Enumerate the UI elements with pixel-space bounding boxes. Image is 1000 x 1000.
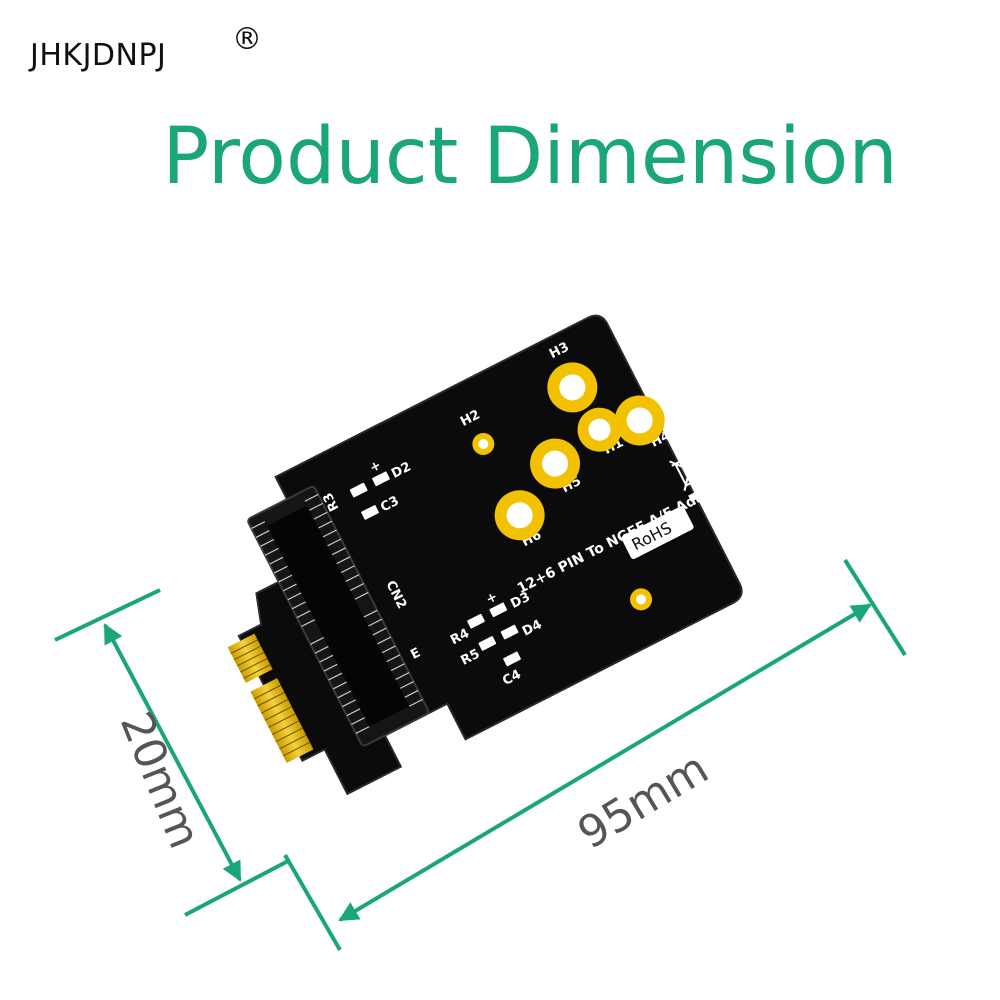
length-label: 95mm: [569, 743, 717, 860]
registered-mark: ®: [232, 22, 262, 57]
brand-name: JHKJDNPJ: [30, 38, 167, 73]
width-label: 20mm: [110, 705, 210, 856]
width-dimension: [54, 588, 291, 917]
adapter-board: R3 D2 + C3 CN2 E D3 + R4 D4 R5 C4 H2 H3 …: [227, 314, 743, 796]
page-title: Product Dimension: [162, 112, 898, 202]
mounting-pads: [472, 362, 665, 611]
length-dimension: [283, 558, 907, 952]
weee-bin-icon: [669, 448, 715, 502]
